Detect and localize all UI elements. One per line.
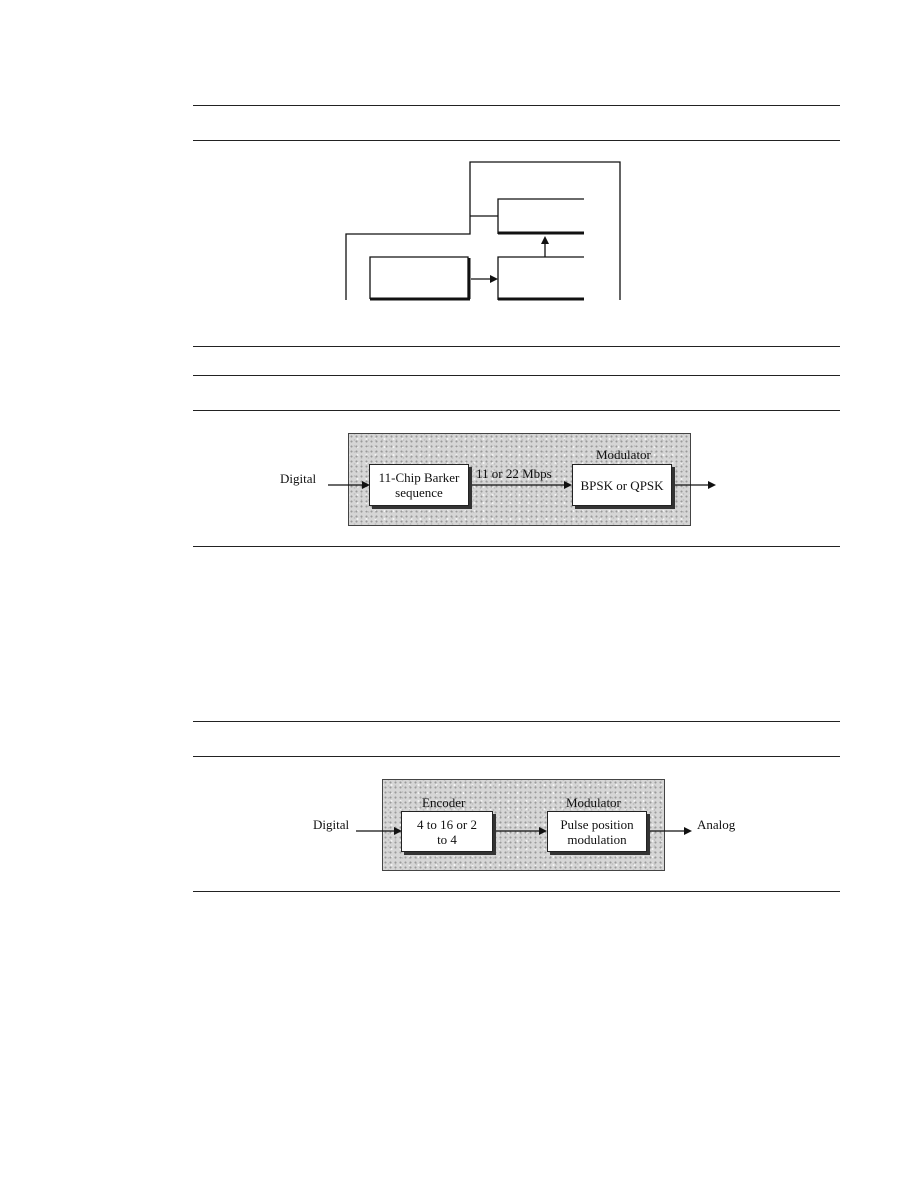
rule-1 xyxy=(193,105,840,106)
rule-9 xyxy=(193,891,840,892)
figure-1-outer-path xyxy=(345,161,621,300)
encoder-label: 4 to 16 or 2 to 4 xyxy=(417,816,477,847)
rule-5 xyxy=(193,410,840,411)
rule-2 xyxy=(193,140,840,141)
rule-3 xyxy=(193,346,840,347)
figure-1-up-arrowhead xyxy=(541,236,549,244)
figure-3-output-label: Analog xyxy=(697,817,736,832)
figure-3-modulator-title: Modulator xyxy=(566,795,621,810)
figure-2-rate-label: 11 or 22 Mbps xyxy=(476,466,552,481)
figure-3-output-arrowhead xyxy=(684,827,692,835)
figure-1-arrowhead xyxy=(490,275,498,283)
figure-2-middle-arrowhead xyxy=(564,481,572,489)
rule-4 xyxy=(193,375,840,376)
figure-2-modulator-title: Modulator xyxy=(596,447,651,462)
ppm-label: Pulse position modulation xyxy=(560,816,634,847)
barker-sequence-box: 11-Chip Barker sequence xyxy=(369,464,469,506)
bpsk-qpsk-label: BPSK or QPSK xyxy=(580,477,664,493)
figure-3-input-arrowhead xyxy=(394,827,402,835)
rule-8 xyxy=(193,756,840,757)
ppm-box: Pulse position modulation xyxy=(547,811,647,852)
figure-3-middle-arrowhead xyxy=(539,827,547,835)
rule-6 xyxy=(193,546,840,547)
rule-7 xyxy=(193,721,840,722)
figure-1-upper-box xyxy=(497,198,584,234)
figure-1-lower-right-box xyxy=(497,256,584,300)
figure-3-input-label: Digital xyxy=(313,817,350,832)
figure-2-input-arrowhead xyxy=(362,481,370,489)
figure-2-output-arrowhead xyxy=(708,481,716,489)
bpsk-qpsk-box: BPSK or QPSK xyxy=(572,464,672,506)
figure-2-input-label: Digital xyxy=(280,471,317,486)
encoder-box: 4 to 16 or 2 to 4 xyxy=(401,811,493,852)
barker-sequence-label: 11-Chip Barker sequence xyxy=(378,470,460,500)
figure-3-encoder-title: Encoder xyxy=(422,795,466,810)
